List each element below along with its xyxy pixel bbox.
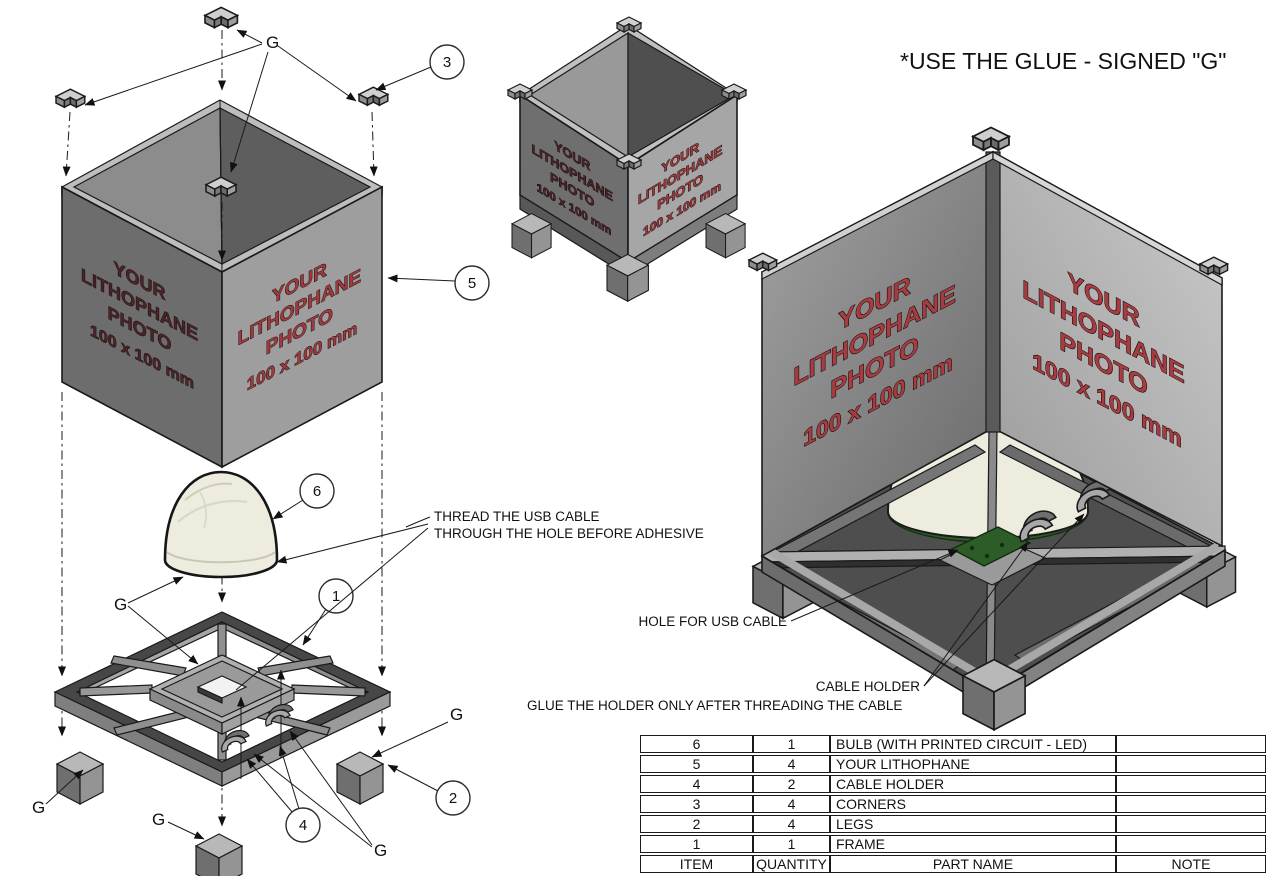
note-cell [1116, 755, 1266, 773]
parts-table: 6 1 BULB (WITH PRINTED CIRCUIT - LED) 5 … [640, 733, 1266, 875]
corner-cap [1199, 256, 1229, 276]
leg-front [195, 833, 243, 876]
item-cell: 1 [640, 835, 753, 853]
svg-text:3: 3 [443, 54, 451, 71]
callout-corners: 3 [375, 44, 465, 91]
cutaway-view: YOUR LITHOPHANE PHOTO 100 x 100 mm YOUR … [527, 126, 1237, 731]
note-cell [1116, 815, 1266, 833]
quantity-cell: 1 [753, 835, 830, 853]
callout-lithophane: 5 [387, 265, 490, 301]
item-cell: 4 [640, 775, 753, 793]
callout-cable-holder: 4 [246, 745, 321, 843]
part-name-cell: YOUR LITHOPHANE [830, 755, 1116, 773]
corner-cap [972, 126, 1010, 151]
leg-left [56, 751, 104, 805]
part-name-cell: CABLE HOLDER [830, 775, 1116, 793]
corner-piece-right [358, 86, 389, 106]
leg [962, 658, 1026, 731]
glue-markers: G G G G G G [32, 29, 463, 860]
part-name-header: PART NAME [830, 855, 1116, 873]
leg [705, 213, 746, 259]
leg [606, 253, 649, 302]
table-row: 6 1 BULB (WITH PRINTED CIRCUIT - LED) [640, 735, 1266, 753]
part-name-cell: CORNERS [830, 795, 1116, 813]
table-header-row: ITEM QUANTITY PART NAME NOTE [640, 855, 1266, 873]
item-cell: 2 [640, 815, 753, 833]
quantity-cell: 2 [753, 775, 830, 793]
glue-marker-leg-front: G [152, 810, 165, 829]
table-row: 1 1 FRAME [640, 835, 1266, 853]
corner-piece-top [204, 6, 239, 29]
glue-marker-leg-left: G [32, 798, 45, 817]
corner-cap [507, 83, 533, 100]
table-row: 4 2 CABLE HOLDER [640, 775, 1266, 793]
leg [511, 213, 552, 259]
leg-right [336, 751, 384, 805]
corner-cap [748, 252, 778, 272]
note-cell [1116, 735, 1266, 753]
glue-marker-bulb: G [114, 595, 127, 614]
cable-holder-annotation: CABLE HOLDER GLUE THE HOLDER ONLY AFTER … [527, 513, 1085, 713]
lithophane-box: YOUR LITHOPHANE PHOTO 100 x 100 mm YOUR … [60, 99, 384, 469]
table-row: 3 4 CORNERS [640, 795, 1266, 813]
assembled-view: YOUR LITHOPHANE PHOTO 100 x 100 mm YOUR … [507, 16, 747, 302]
svg-text:6: 6 [313, 483, 321, 500]
item-cell: 3 [640, 795, 753, 813]
pcb-plate [950, 526, 1032, 567]
quantity-cell: 4 [753, 795, 830, 813]
callout-bulb: 6 [272, 473, 335, 520]
svg-text:HOLE FOR USB CABLE: HOLE FOR USB CABLE [638, 614, 787, 629]
svg-text:5: 5 [468, 275, 476, 292]
note-cell [1116, 835, 1266, 853]
item-cell: 5 [640, 755, 753, 773]
cable-holder-clips [216, 669, 296, 779]
hole-usb-annotation: HOLE FOR USB CABLE [638, 549, 959, 629]
corner-piece-left [55, 88, 86, 108]
exploded-view: YOUR LITHOPHANE PHOTO 100 x 100 mm YOUR … [32, 6, 704, 876]
note-cell [1116, 795, 1266, 813]
svg-text:CABLE HOLDER: CABLE HOLDER [816, 679, 921, 694]
frame-part [53, 611, 392, 787]
part-name-cell: BULB (WITH PRINTED CIRCUIT - LED) [830, 735, 1116, 753]
glue-marker-top: G [266, 33, 279, 52]
glue-holder-annotation: GLUE THE HOLDER ONLY AFTER THREADING THE… [527, 698, 902, 713]
glue-marker-leg-right: G [450, 705, 463, 724]
table-row: 2 4 LEGS [640, 815, 1266, 833]
svg-text:4: 4 [299, 817, 307, 834]
quantity-cell: 4 [753, 755, 830, 773]
table-row: 5 4 YOUR LITHOPHANE [640, 755, 1266, 773]
svg-text:THREAD THE USB CABLE: THREAD THE USB CABLE [434, 509, 600, 524]
glue-marker-clips: G [374, 841, 387, 860]
quantity-cell: 4 [753, 815, 830, 833]
glue-note: *USE THE GLUE - SIGNED "G" [900, 48, 1226, 74]
corner-cap [721, 83, 747, 100]
part-name-cell: FRAME [830, 835, 1116, 853]
svg-text:THROUGH THE HOLE BEFORE ADHESI: THROUGH THE HOLE BEFORE ADHESIVE [434, 526, 704, 541]
item-cell: 6 [640, 735, 753, 753]
quantity-cell: 1 [753, 735, 830, 753]
callout-frame: 1 [302, 578, 354, 646]
svg-text:1: 1 [332, 588, 340, 605]
note-header: NOTE [1116, 855, 1266, 873]
quantity-header: QUANTITY [753, 855, 830, 873]
callout-legs: 2 [387, 764, 471, 816]
corner-cap [616, 16, 642, 33]
note-cell [1116, 775, 1266, 793]
bulb-dome [163, 470, 279, 579]
item-header: ITEM [640, 855, 753, 873]
svg-text:2: 2 [449, 790, 457, 807]
part-name-cell: LEGS [830, 815, 1116, 833]
thread-cable-annotation: THREAD THE USB CABLE THROUGH THE HOLE BE… [235, 509, 704, 691]
